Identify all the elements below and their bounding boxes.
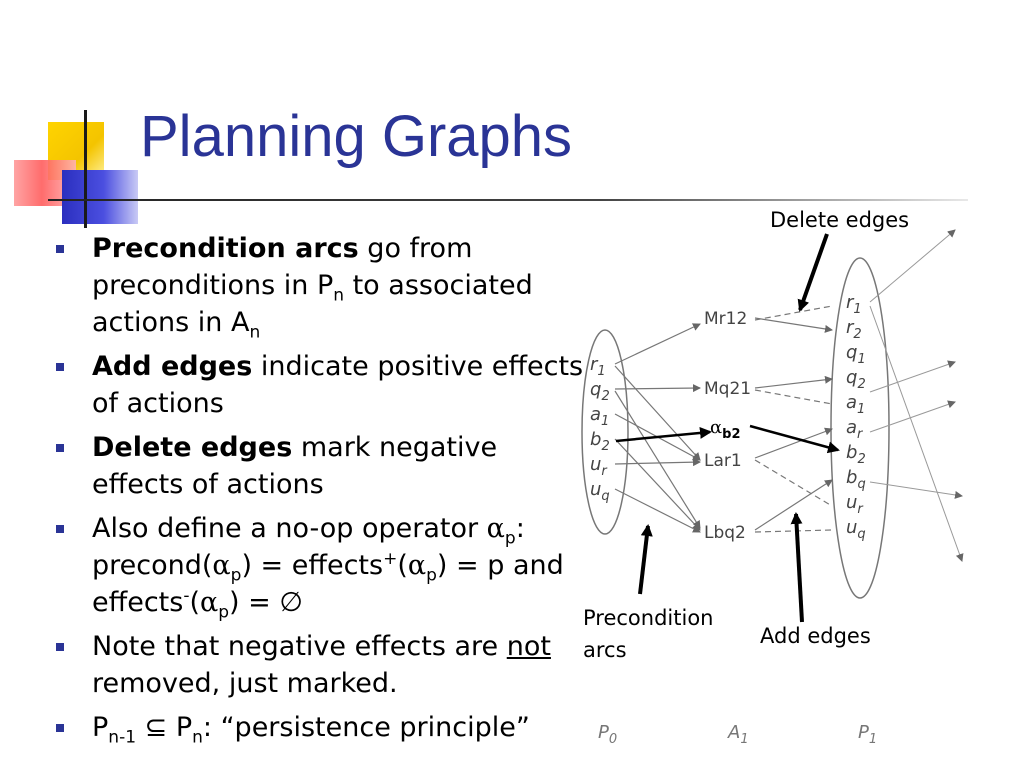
add-mq21-q1 — [754, 375, 833, 389]
p1-node-r2: r2 — [846, 317, 862, 342]
bullet-list: Precondition arcs go from preconditions … — [52, 230, 592, 753]
arc-q2-lbq2 — [614, 390, 701, 529]
p1-node-a1: a1 — [846, 392, 865, 417]
p0-node-q2: q2 — [590, 379, 610, 404]
bullet-precondition-arcs: Precondition arcs go from preconditions … — [52, 230, 592, 341]
add-mr12-r2 — [754, 317, 833, 333]
p0-node-a1: a1 — [590, 404, 609, 429]
delete-edges-pointer — [797, 233, 829, 312]
action-node-mr12: Mr12 — [704, 309, 747, 329]
delete-lbq2-uq — [754, 529, 833, 533]
noop-arrow-in — [615, 426, 712, 443]
delete-mq21-q2 — [754, 389, 833, 405]
bullet-no-op-operator: Also define a no-op operator αp: precond… — [52, 510, 592, 621]
delete-edges-label: Delete edges — [770, 208, 909, 232]
arc-ur-lar1 — [614, 458, 701, 467]
p1-node-q2: q2 — [846, 367, 866, 392]
bullet-persistence-principle: Pn-1 ⊆ Pn: “persistence principle” — [52, 709, 592, 746]
arc-b2-lbq2 — [614, 438, 701, 531]
noop-label: αb2 — [710, 417, 741, 442]
add-lbq2-bq — [754, 479, 833, 531]
p0-node-r1: r1 — [590, 354, 606, 379]
bullet-delete-edges: Delete edges mark negative effects of ac… — [52, 429, 592, 503]
level-label-p0: P0 — [598, 722, 617, 747]
delete-edges — [754, 305, 833, 533]
level-label-a1: A1 — [727, 722, 749, 747]
p0-ellipse — [581, 329, 629, 535]
action-node-lbq2: Lbq2 — [704, 523, 746, 543]
p0-node-uq: uq — [590, 479, 610, 504]
p1-node-uq: uq — [846, 517, 866, 542]
p1-node-r1: r1 — [846, 292, 862, 317]
action-node-lar1: Lar1 — [704, 451, 742, 471]
p0-node-ur: ur — [590, 454, 608, 479]
noop-arrow-out — [749, 424, 840, 454]
decor-vertical-line — [84, 110, 87, 228]
p1-node-ur: ur — [846, 492, 864, 517]
precondition-arcs-pointer — [638, 524, 653, 595]
add-lar1-ar — [754, 427, 833, 459]
delete-mr12-r1 — [754, 305, 833, 321]
arc-uq-lbq2 — [614, 488, 701, 533]
bullet-add-edges: Add edges indicate positive effects of a… — [52, 348, 592, 422]
arc-r1-mr12 — [614, 323, 701, 365]
title-underline — [48, 199, 968, 201]
add-edges-label: Add edges — [760, 624, 871, 648]
level-labels: P0 A1 P1 — [598, 722, 877, 747]
arc-r1-lar1 — [614, 365, 701, 461]
page-title: Planning Graphs — [140, 104, 573, 169]
p0-node-b2: b2 — [590, 429, 610, 454]
level-label-p1: P1 — [858, 722, 877, 747]
precondition-arcs-label-line1: Precondition — [583, 606, 713, 630]
arc-q2-mq21 — [614, 384, 701, 393]
p1-node-bq: bq — [846, 467, 866, 492]
add-edges-pointer — [790, 512, 804, 623]
p1-node-q1: q1 — [846, 342, 866, 367]
add-edges — [754, 317, 833, 531]
p1-node-b2: b2 — [846, 442, 866, 467]
precondition-arcs-label-line2: arcs — [583, 638, 627, 662]
p1-node-ar: ar — [846, 417, 864, 442]
bullet-negative-effects: Note that negative effects are not remov… — [52, 628, 592, 702]
delete-lar1-ur — [754, 459, 833, 507]
outgoing-edges — [869, 229, 964, 562]
decor-blue-square — [62, 170, 138, 224]
action-node-mq21: Mq21 — [704, 379, 751, 399]
